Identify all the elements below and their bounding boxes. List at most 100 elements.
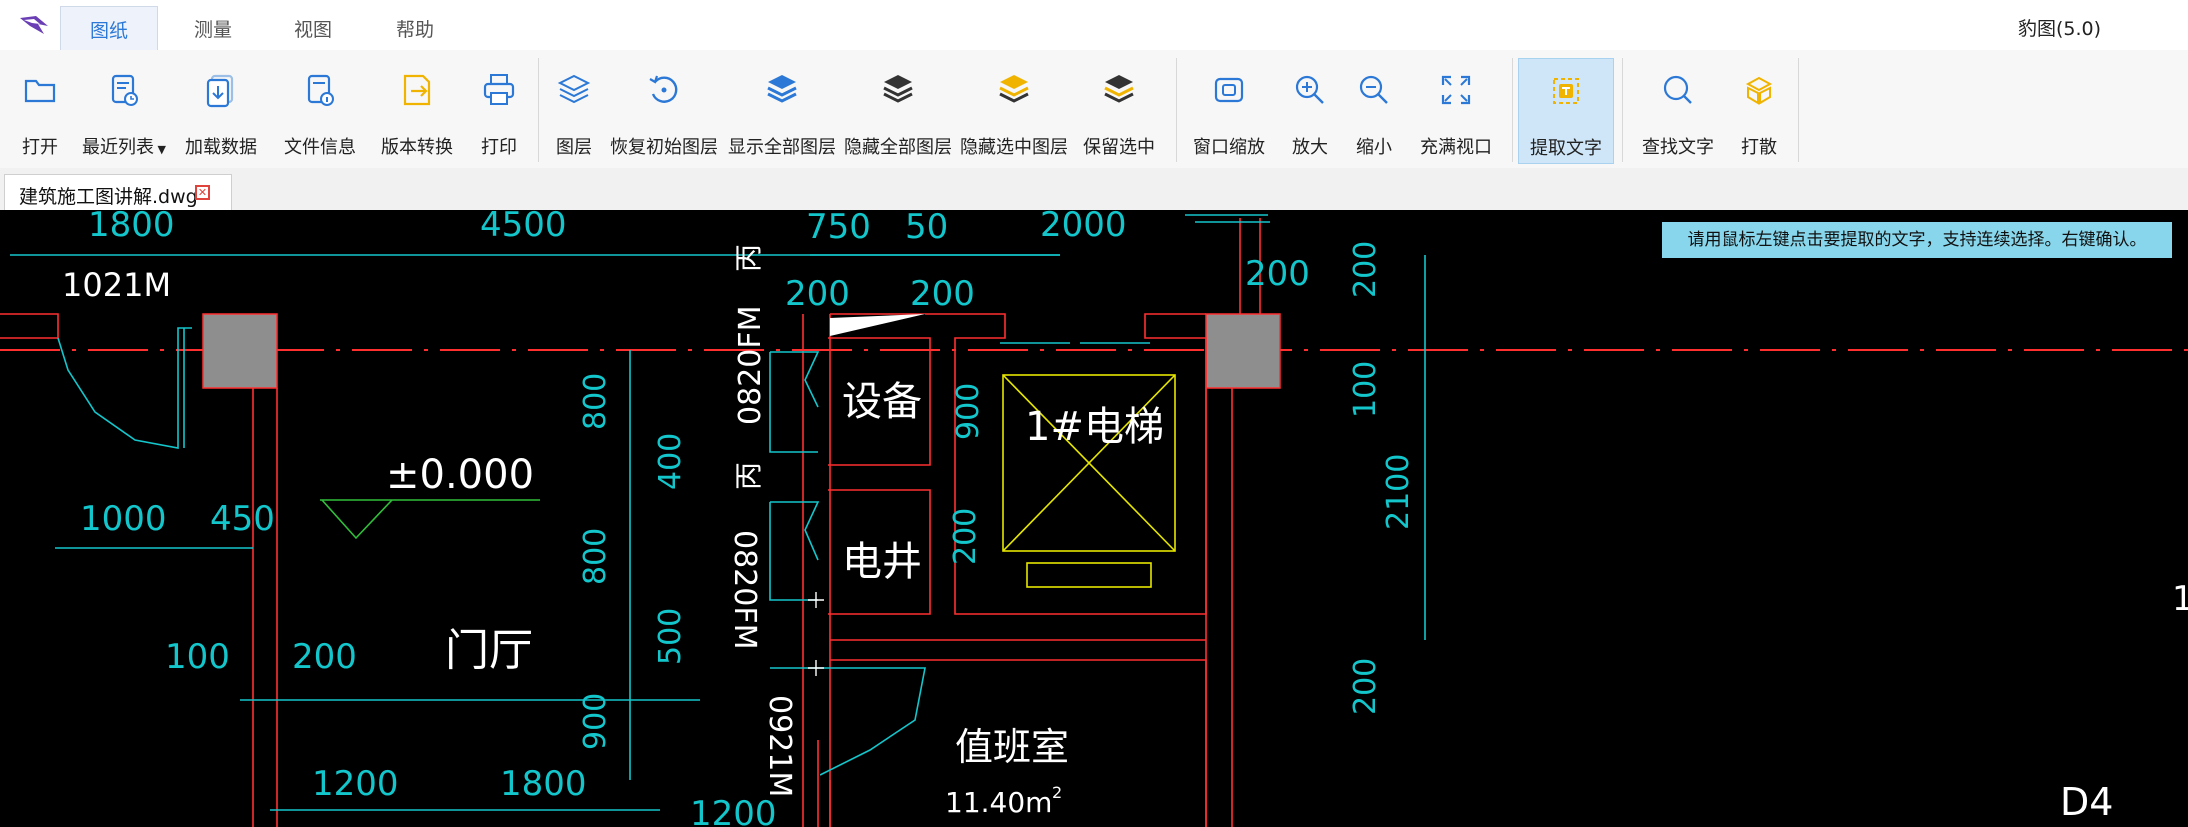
fit-view-label: 充满视口 <box>1420 137 1492 158</box>
door-tag: 0820FM <box>733 306 768 426</box>
toolbar-divider <box>1622 58 1623 162</box>
cad-cyan-lines <box>10 214 1426 811</box>
room-label: 值班室 <box>955 725 1069 769</box>
chevron-down-icon: ▼ <box>154 143 166 156</box>
tab-drawing[interactable]: 图纸 <box>60 6 158 51</box>
layers-icon <box>557 74 591 104</box>
zoom-out-button[interactable]: 缩小 <box>1346 58 1402 162</box>
layers-hide-icon <box>883 75 913 103</box>
print-button[interactable]: 打印 <box>466 58 532 162</box>
hide-selected-layers-button[interactable]: 隐藏选中图层 <box>956 58 1072 162</box>
extract-text-button[interactable]: 提取文字 <box>1518 58 1614 164</box>
layer-button[interactable]: 图层 <box>546 58 602 162</box>
app-title: 豹图(5.0) <box>2018 18 2102 40</box>
dim-text: 2000 <box>1040 210 1127 245</box>
file-info-button[interactable]: 文件信息 <box>272 58 368 162</box>
tab-help[interactable]: 帮助 <box>395 19 434 41</box>
toolbar-divider <box>1512 58 1513 162</box>
level-text: ±0.000 <box>386 452 534 498</box>
restore-icon <box>649 75 678 103</box>
dim-text: 1800 <box>88 210 175 245</box>
document-tab[interactable]: 建筑施工图讲解.dwg ✕ <box>4 174 232 211</box>
load-data-button[interactable]: 加载数据 <box>176 58 266 162</box>
print-icon <box>483 74 515 105</box>
convert-icon <box>403 74 431 106</box>
dim-text: 50 <box>905 210 948 247</box>
dim-text: 1200 <box>690 794 777 827</box>
layers-show-icon <box>767 75 797 103</box>
door-tag: 0820FM <box>727 530 762 650</box>
door-tag: 0921M <box>762 695 797 797</box>
recent-list-icon <box>111 74 138 106</box>
logo-icon <box>20 16 48 34</box>
dim-text: 200 <box>910 274 975 314</box>
room-label: 1#电梯 <box>1025 404 1164 450</box>
zoom-in-button[interactable]: 放大 <box>1282 58 1338 162</box>
extract-text-label: 提取文字 <box>1530 138 1602 159</box>
fit-view-button[interactable]: 充满视口 <box>1410 58 1502 162</box>
hide-selected-layers-label: 隐藏选中图层 <box>960 137 1068 158</box>
level-mark <box>320 499 540 540</box>
restore-layers-button[interactable]: 恢复初始图层 <box>606 58 722 162</box>
folder-icon <box>24 79 56 103</box>
convert-button[interactable]: 版本转换 <box>374 58 460 162</box>
load-data-icon <box>206 74 234 108</box>
recent-list-button[interactable]: 最近列表 ▼ <box>78 58 170 162</box>
open-button[interactable]: 打开 <box>8 58 72 162</box>
zoom-out-label: 缩小 <box>1356 137 1392 158</box>
cad-canvas[interactable]: 1800 4500 750 50 2000 200 200 200 1000 4… <box>0 210 2188 827</box>
dim-text: 500 <box>653 608 688 665</box>
document-tab-title: 建筑施工图讲解.dwg <box>19 186 198 208</box>
fit-view-icon <box>1441 75 1471 105</box>
file-info-label: 文件信息 <box>284 137 356 158</box>
dim-text: 900 <box>578 693 613 750</box>
column <box>1205 313 1281 389</box>
dim-text: 1800 <box>500 764 587 804</box>
tab-view[interactable]: 视图 <box>293 19 332 41</box>
dim-text: 1000 <box>80 499 167 539</box>
dim-text: 200 <box>948 508 983 565</box>
keep-selected-button[interactable]: 保留选中 <box>1076 58 1162 162</box>
dim-text: 200 <box>1348 241 1383 298</box>
dim-text: 100 <box>1348 361 1383 418</box>
dim-text: 200 <box>292 637 357 677</box>
layers-hide-selected-icon <box>999 75 1029 103</box>
ribbon-toolbar: 打开 最近列表 ▼ 加载数据 文件信息 版本转换 打印 图层 恢复初始图层 显示… <box>0 50 2188 169</box>
fire-rating: 丙 <box>732 462 765 490</box>
cad-drawing: 1800 4500 750 50 2000 200 200 200 1000 4… <box>0 210 2188 827</box>
title-bar: 图纸 测量 视图 帮助 豹图(5.0) <box>0 0 2188 51</box>
recent-list-label: 最近列表 ▼ <box>82 137 166 158</box>
find-text-button[interactable]: 查找文字 <box>1630 58 1726 162</box>
dim-text: 800 <box>578 373 613 430</box>
dim-text: 1200 <box>312 764 399 804</box>
close-icon[interactable]: ✕ <box>195 185 210 200</box>
tab-measure[interactable]: 测量 <box>193 19 232 41</box>
load-data-label: 加载数据 <box>185 137 257 158</box>
hide-all-layers-button[interactable]: 隐藏全部图层 <box>840 58 956 162</box>
zoom-in-icon <box>1295 75 1324 104</box>
document-tab-bar: 建筑施工图讲解.dwg ✕ <box>0 168 2188 212</box>
find-text-label: 查找文字 <box>1642 137 1714 158</box>
toolbar-divider <box>1176 58 1177 162</box>
dim-text: 4500 <box>480 210 567 245</box>
layer-label: 图层 <box>556 137 592 158</box>
layers-keep-icon <box>1104 75 1134 103</box>
find-text-icon <box>1663 75 1692 104</box>
toolbar-divider <box>1798 58 1799 162</box>
wall-lines <box>0 218 1261 827</box>
zoom-in-label: 放大 <box>1292 137 1328 158</box>
open-label: 打开 <box>22 137 58 158</box>
area-superscript: 2 <box>1052 783 1062 802</box>
grid-label: 1 <box>2172 579 2188 619</box>
fire-rating: 丙 <box>732 244 765 272</box>
dim-text: 200 <box>785 274 850 314</box>
show-all-layers-button[interactable]: 显示全部图层 <box>724 58 840 162</box>
dim-text: 800 <box>578 528 613 585</box>
elevator-car <box>1002 374 1176 588</box>
dim-text: 400 <box>653 433 688 490</box>
hide-all-layers-label: 隐藏全部图层 <box>844 137 952 158</box>
dim-text: 200 <box>1348 658 1383 715</box>
explode-button[interactable]: 打散 <box>1728 58 1790 162</box>
window-zoom-button[interactable]: 窗口缩放 <box>1186 58 1272 162</box>
door-tag: 1021M <box>62 266 171 304</box>
